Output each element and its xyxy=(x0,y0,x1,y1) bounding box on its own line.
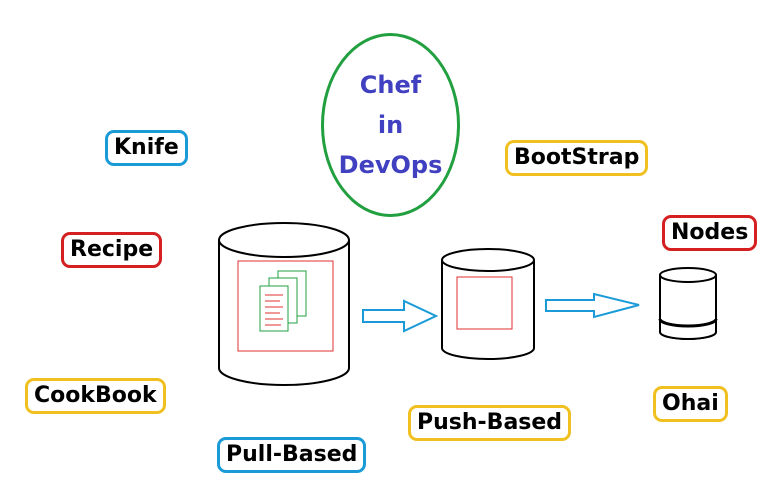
push-inner-square xyxy=(456,276,513,330)
label-recipe: Recipe xyxy=(61,232,163,268)
node-cylinder-icon xyxy=(658,267,718,340)
title-line-devops: DevOps xyxy=(338,151,443,179)
label-push-based: Push-Based xyxy=(408,405,572,441)
label-pull-based: Pull-Based xyxy=(217,437,367,473)
label-bootstrap: BootStrap xyxy=(505,140,649,176)
title-line-in: in xyxy=(377,111,404,139)
title-line-chef: Chef xyxy=(359,71,422,99)
server-inner-square xyxy=(237,260,334,352)
label-knife: Knife xyxy=(105,130,188,166)
title-ellipse: Chef in DevOps xyxy=(321,33,460,217)
documents-icon xyxy=(259,270,307,332)
arrow-right-icon xyxy=(545,292,640,319)
push-cylinder-icon xyxy=(441,248,535,360)
label-cookbook: CookBook xyxy=(25,378,166,414)
label-ohai: Ohai xyxy=(653,386,728,422)
arrow-right-icon xyxy=(362,299,439,333)
label-nodes: Nodes xyxy=(662,215,758,251)
